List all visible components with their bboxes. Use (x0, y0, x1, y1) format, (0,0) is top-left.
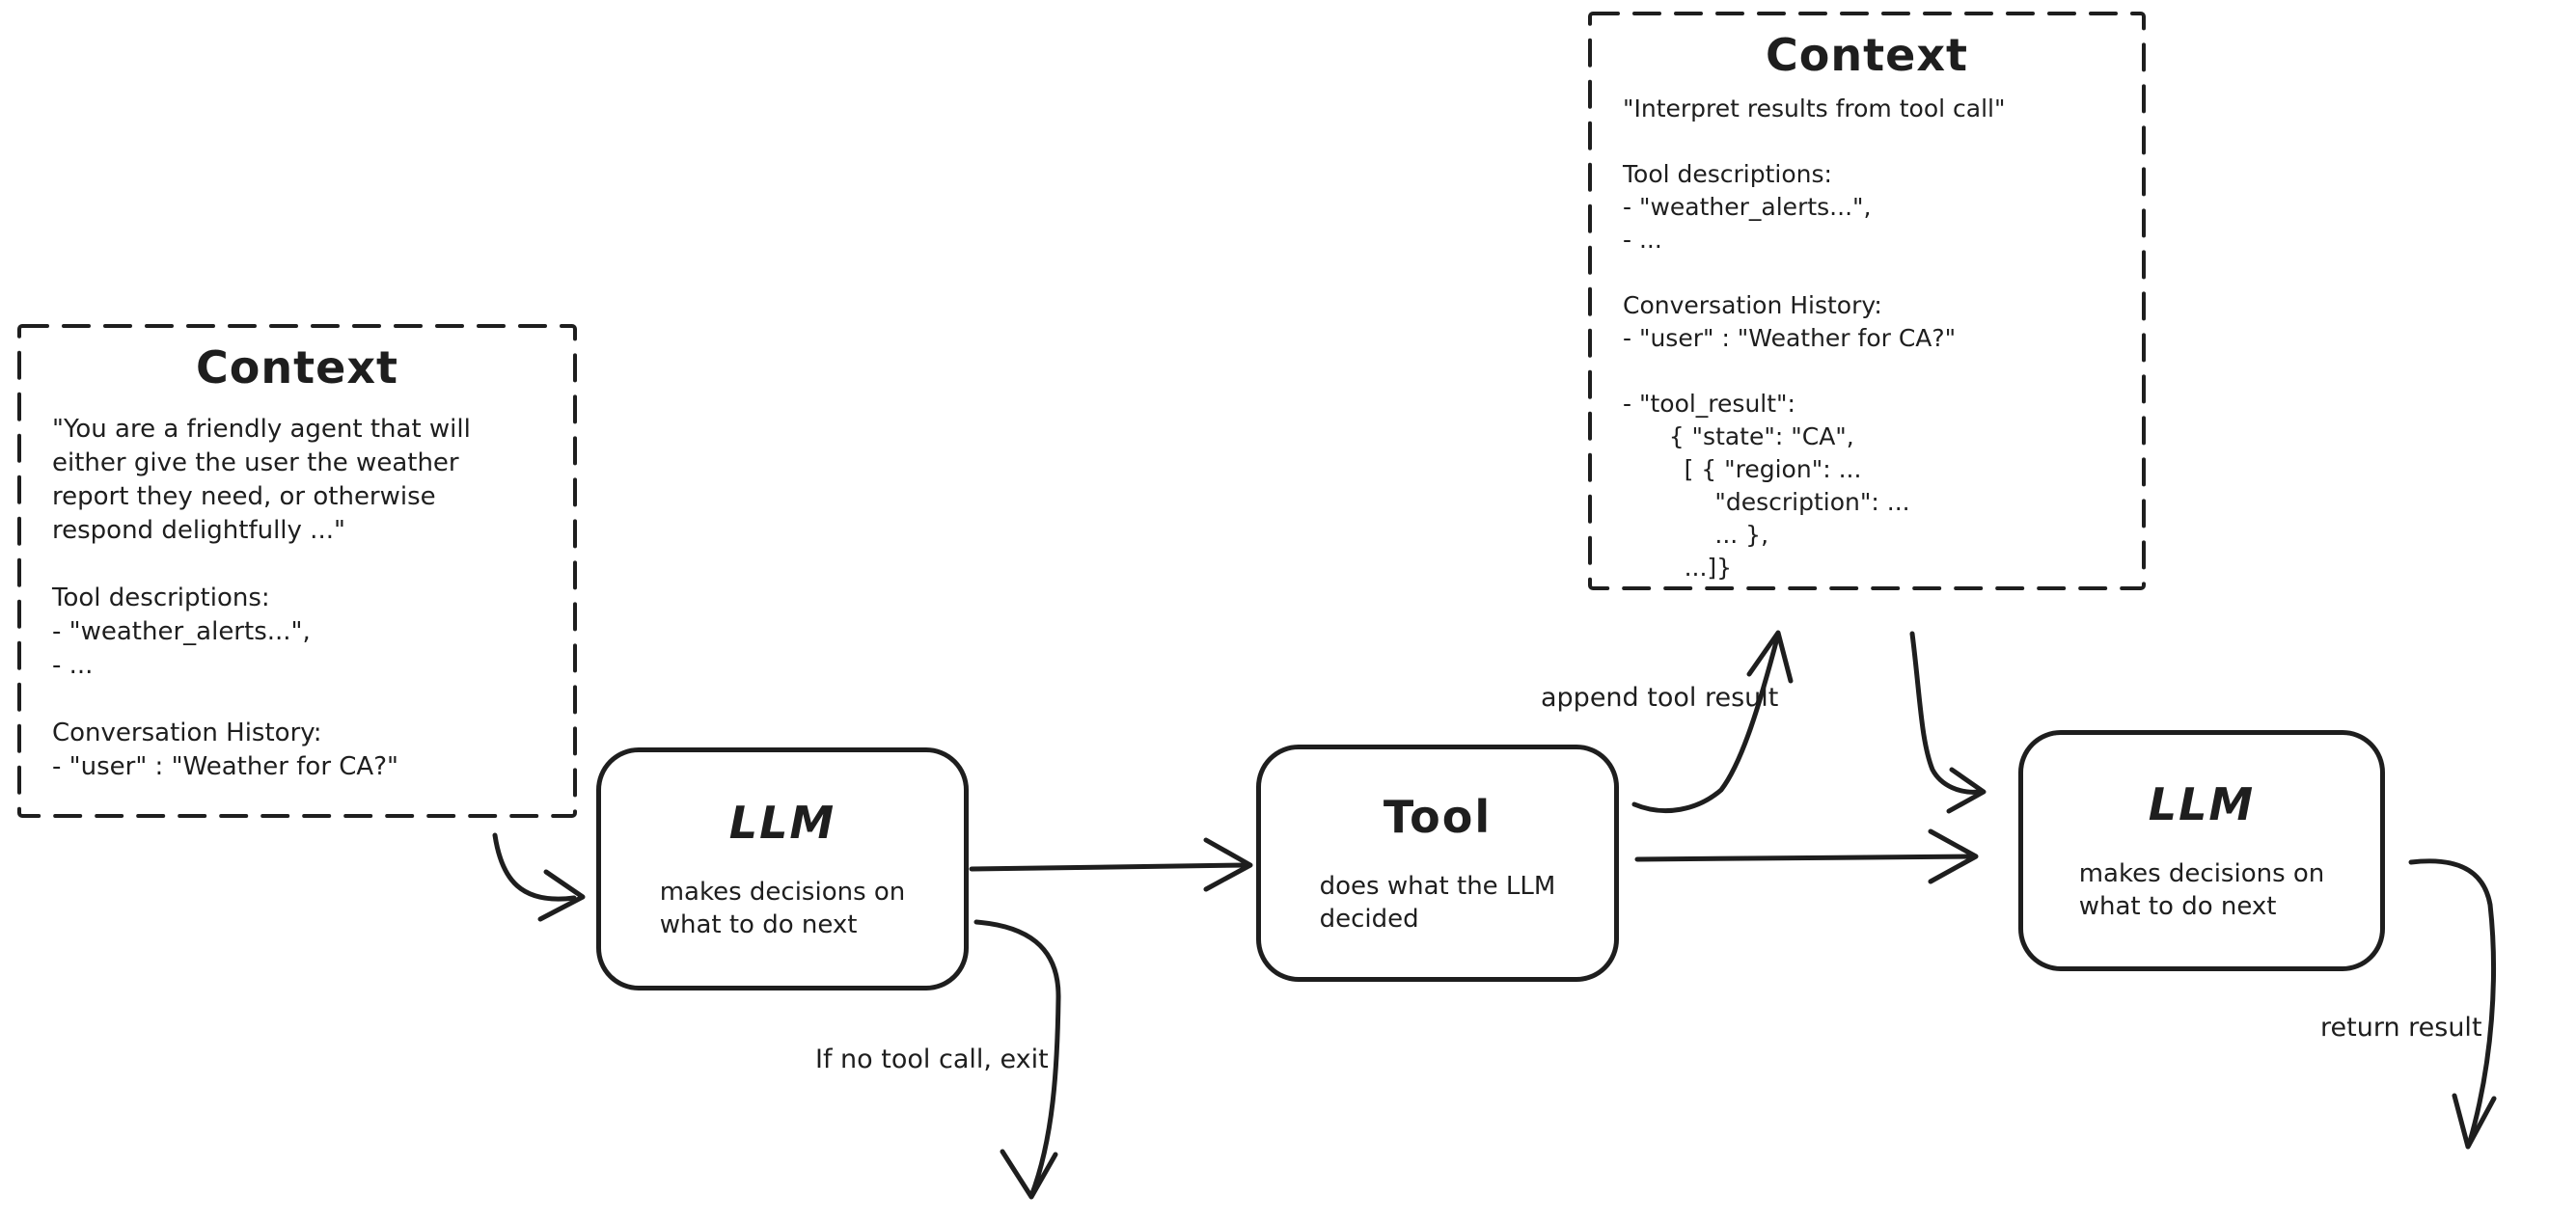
label-if-no-tool-call-exit: If no tool call, exit (815, 1045, 1049, 1074)
arrow-tool-to-llm2 (1634, 828, 1979, 884)
arrow-context-left-to-llm1 (492, 832, 586, 922)
arrow-llm2-return (2408, 858, 2497, 1150)
context-left-node: Context "You are a friendly agent that w… (19, 326, 575, 816)
arrow-tool-to-context-top (1631, 630, 1794, 814)
llm2-node: LLM makes decisions on what to do next (2018, 730, 2385, 971)
llm1-subtitle: makes decisions on what to do next (659, 878, 906, 939)
arrow-llm1-to-tool (969, 837, 1253, 892)
context-left-title: Context (196, 341, 398, 393)
label-append-tool-result: append tool result (1541, 683, 1779, 713)
tool-node: Tool does what the LLM decided (1256, 745, 1619, 982)
context-top-title: Context (1766, 29, 1968, 81)
arrow-llm1-exit (973, 919, 1061, 1200)
context-top-border (1588, 12, 2146, 590)
context-top-node: Context "Interpret results from tool cal… (1590, 14, 2144, 588)
tool-subtitle: does what the LLM decided (1319, 872, 1556, 934)
tool-title: Tool (1383, 791, 1493, 843)
context-top-body: "Interpret results from tool call" Tool … (1623, 95, 2006, 582)
llm1-node: LLM makes decisions on what to do next (596, 747, 969, 990)
llm2-title: LLM (2148, 778, 2256, 830)
llm2-subtitle: makes decisions on what to do next (2078, 859, 2325, 921)
context-left-body: "You are a friendly agent that will eith… (52, 415, 471, 781)
arrow-context-top-to-llm2 (1909, 631, 1987, 814)
context-left-border (17, 324, 577, 818)
llm1-title: LLM (728, 797, 836, 849)
label-return-result: return result (2320, 1013, 2482, 1043)
